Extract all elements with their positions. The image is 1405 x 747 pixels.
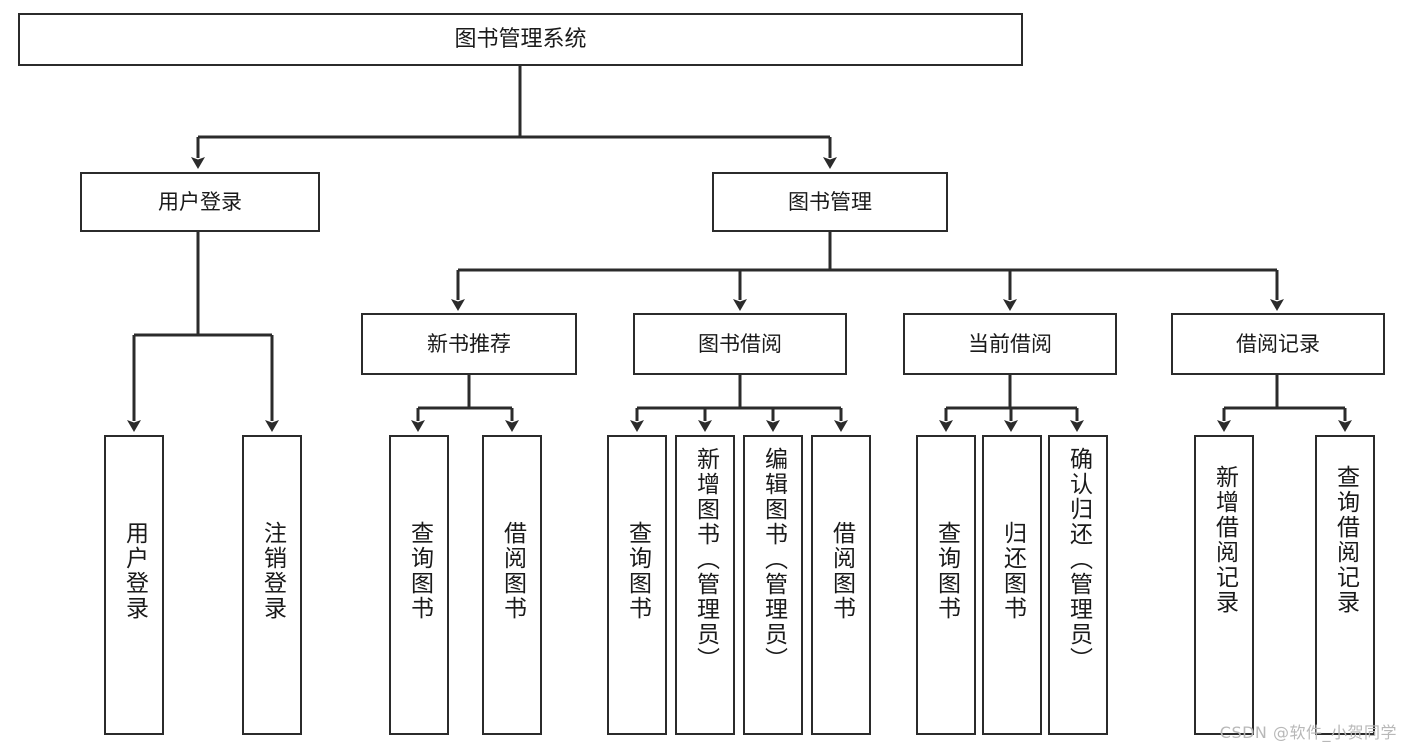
node-label: 图书管理 — [788, 189, 872, 214]
leaf-book-borrow-borrow-book[interactable]: 借阅图书 — [811, 435, 871, 735]
node-label: 新增借阅记录 — [1211, 465, 1238, 615]
node-label: 编辑图书（管理员） — [760, 447, 787, 672]
node-book-management[interactable]: 图书管理 — [712, 172, 948, 232]
leaf-current-borrow-query-book[interactable]: 查询图书 — [916, 435, 976, 735]
leaf-book-borrow-edit-book-admin[interactable]: 编辑图书（管理员） — [743, 435, 803, 735]
leaf-new-book-borrow-book[interactable]: 借阅图书 — [482, 435, 542, 735]
node-label: 借阅记录 — [1236, 331, 1320, 356]
node-label: 借阅图书 — [499, 521, 526, 621]
leaf-book-borrow-query-book[interactable]: 查询图书 — [607, 435, 667, 735]
leaf-book-borrow-add-book-admin[interactable]: 新增图书（管理员） — [675, 435, 735, 735]
node-label: 图书管理系统 — [454, 26, 587, 52]
node-label: 归还图书 — [999, 521, 1026, 621]
watermark: CSDN @软件_小贺同学 — [1219, 723, 1397, 742]
node-label: 查询图书 — [933, 521, 960, 621]
leaf-user-login-login[interactable]: 用户登录 — [104, 435, 164, 735]
node-label: 当前借阅 — [968, 331, 1052, 356]
node-label: 新增图书（管理员） — [692, 447, 719, 672]
node-label: 新书推荐 — [427, 331, 511, 356]
node-label: 确认归还（管理员） — [1065, 447, 1092, 672]
node-user-login[interactable]: 用户登录 — [80, 172, 320, 232]
node-current-borrowing[interactable]: 当前借阅 — [903, 313, 1117, 375]
node-root-book-management-system[interactable]: 图书管理系统 — [18, 13, 1023, 66]
node-label: 用户登录 — [158, 189, 242, 214]
node-label: 查询借阅记录 — [1332, 465, 1359, 615]
leaf-user-login-logout[interactable]: 注销登录 — [242, 435, 302, 735]
leaf-current-borrow-confirm-return-admin[interactable]: 确认归还（管理员） — [1048, 435, 1108, 735]
node-label: 借阅图书 — [828, 521, 855, 621]
leaf-borrow-record-add-record[interactable]: 新增借阅记录 — [1194, 435, 1254, 735]
node-label: 图书借阅 — [698, 331, 782, 356]
leaf-current-borrow-return-book[interactable]: 归还图书 — [982, 435, 1042, 735]
node-label: 用户登录 — [121, 521, 148, 621]
leaf-new-book-query-book[interactable]: 查询图书 — [389, 435, 449, 735]
node-borrowing-record[interactable]: 借阅记录 — [1171, 313, 1385, 375]
node-book-borrowing[interactable]: 图书借阅 — [633, 313, 847, 375]
node-new-book-recommendation[interactable]: 新书推荐 — [361, 313, 577, 375]
node-label: 查询图书 — [406, 521, 433, 621]
node-label: 注销登录 — [259, 521, 286, 621]
leaf-borrow-record-query-record[interactable]: 查询借阅记录 — [1315, 435, 1375, 735]
node-label: 查询图书 — [624, 521, 651, 621]
